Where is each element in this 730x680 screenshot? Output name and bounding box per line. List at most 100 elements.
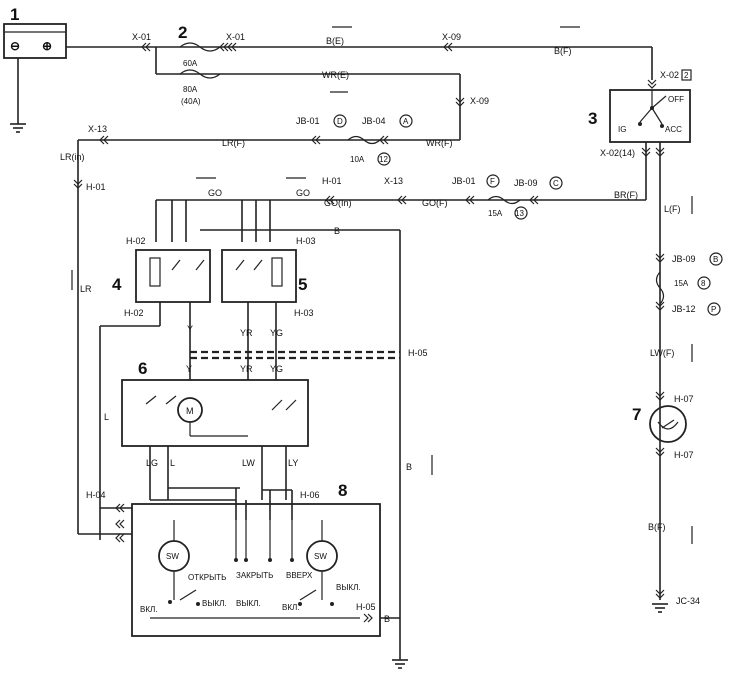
- wire-bE: B(E): [326, 36, 344, 46]
- conn-h03-bottom: H-03: [294, 308, 314, 318]
- conn-h07-top: H-07: [674, 394, 694, 404]
- jb01-mid: JB-01: [452, 176, 476, 186]
- svg-text:60A: 60A: [183, 59, 198, 68]
- wire-lrIn: LR(in): [60, 152, 85, 162]
- wire-y-top: Y: [187, 324, 193, 334]
- conn-h01-left: H-01: [86, 182, 106, 192]
- component-8-label: 8: [338, 481, 347, 500]
- component-6-label: 6: [138, 359, 147, 378]
- wire-b-1: B: [334, 226, 340, 236]
- label-on-2: ВКЛ.: [282, 603, 299, 612]
- wire-lrF: LR(F): [222, 138, 245, 148]
- wire-bF-top: B(F): [554, 46, 572, 56]
- connector-icon: [141, 42, 453, 52]
- label-close: ЗАКРЫТЬ: [236, 571, 273, 580]
- switch-icon: SW: [314, 552, 327, 561]
- jb04-top: JB-04: [362, 116, 386, 126]
- conn-x13-mid: X-13: [384, 176, 403, 186]
- conn-x09-right: X-09: [470, 96, 489, 106]
- label-on-1: ВКЛ.: [140, 605, 157, 614]
- svg-text:P: P: [711, 305, 716, 314]
- wire-wrE: WR(E): [322, 70, 349, 80]
- label-up: ВВЕРХ: [286, 571, 313, 580]
- conn-h01-right: H-01: [322, 176, 342, 186]
- component-1-label: 1: [10, 5, 19, 24]
- wire-wrF: WR(F): [426, 138, 453, 148]
- svg-text:C: C: [553, 179, 559, 188]
- wire-yg-bottom: YG: [270, 364, 283, 374]
- relay-4: [135, 249, 211, 303]
- svg-text:A: A: [403, 117, 409, 126]
- fuse-15a-right: 15A: [674, 279, 689, 288]
- wire-go-2: GO: [296, 188, 310, 198]
- wire-lw: LW: [242, 458, 255, 468]
- wire-lwF: LW(F): [650, 348, 674, 358]
- ground-icon: [392, 659, 408, 669]
- svg-text:13: 13: [515, 209, 524, 218]
- svg-text:OFF: OFF: [668, 95, 684, 104]
- wire-l-2: L: [104, 412, 109, 422]
- wire-brF: BR(F): [614, 190, 638, 200]
- wire-goF: GO(F): [422, 198, 448, 208]
- battery-minus-icon: ⊖: [10, 39, 20, 53]
- conn-x02-14: X-02(14): [600, 148, 635, 158]
- svg-text:2: 2: [684, 71, 689, 80]
- conn-h06: H-06: [300, 490, 320, 500]
- svg-text:F: F: [490, 177, 495, 186]
- svg-text:12: 12: [379, 155, 388, 164]
- switch-box: SW SW: [131, 503, 381, 637]
- component-2-label: 2: [178, 23, 187, 42]
- wire-l-1: L: [170, 458, 175, 468]
- conn-x02: X-02: [660, 70, 679, 80]
- conn-jc34: JC-34: [676, 596, 700, 606]
- wire-lF: L(F): [664, 204, 681, 214]
- battery: ⊖ ⊕ 1: [3, 5, 67, 133]
- wire-y-bottom: Y: [186, 364, 192, 374]
- conn-x13-left: X-13: [88, 124, 107, 134]
- switch-icon: SW: [166, 552, 179, 561]
- conn-h03-top: H-03: [296, 236, 316, 246]
- jb12: JB-12: [672, 304, 696, 314]
- wire-go-1: GO: [208, 188, 222, 198]
- component-3-label: 3: [588, 109, 597, 128]
- conn-x09-top: X-09: [442, 32, 461, 42]
- fuse-60a: 60A: [179, 42, 221, 68]
- svg-text:D: D: [337, 117, 343, 126]
- svg-text:8: 8: [701, 279, 706, 288]
- wire-yr-bottom: YR: [240, 364, 253, 374]
- conn-h02-top: H-02: [126, 236, 146, 246]
- fuse-10a: 10A: [350, 155, 365, 164]
- fuse-40a: (40A): [181, 97, 201, 106]
- conn-h05-right: H-05: [408, 348, 428, 358]
- jb09-right: JB-09: [672, 254, 696, 264]
- svg-text:ACC: ACC: [665, 125, 682, 134]
- jb01-top: JB-01: [296, 116, 320, 126]
- motor-box: M: [121, 379, 309, 447]
- wire-yr-top: YR: [240, 328, 253, 338]
- battery-plus-icon: ⊕: [42, 39, 52, 53]
- svg-text:IG: IG: [618, 125, 626, 134]
- component-7-label: 7: [632, 405, 641, 424]
- fuse-80a: 80A: [183, 85, 198, 94]
- motor-icon: M: [186, 406, 194, 416]
- label-off-2: ВЫКЛ.: [236, 599, 261, 608]
- conn-x01-left: X-01: [132, 32, 151, 42]
- conn-x01-right: X-01: [226, 32, 245, 42]
- conn-h07-bottom: H-07: [674, 450, 694, 460]
- wire-goIn: GO(In): [324, 198, 352, 208]
- svg-text:B: B: [713, 255, 718, 264]
- conn-h02-bottom: H-02: [124, 308, 144, 318]
- component-5-label: 5: [298, 275, 307, 294]
- wire-ly: LY: [288, 458, 298, 468]
- wire-lr: LR: [80, 284, 92, 294]
- conn-h05-bottom: H-05: [356, 602, 376, 612]
- component-4-label: 4: [112, 275, 122, 294]
- wire-yg-top: YG: [270, 328, 283, 338]
- label-off-1: ВЫКЛ.: [202, 599, 227, 608]
- fuse-15a-mid: 15A: [488, 209, 503, 218]
- ground-icon: [10, 123, 26, 133]
- wire-b-3: B: [384, 614, 390, 624]
- wire-bF-right: B(F): [648, 522, 666, 532]
- label-off-3: ВЫКЛ.: [336, 583, 361, 592]
